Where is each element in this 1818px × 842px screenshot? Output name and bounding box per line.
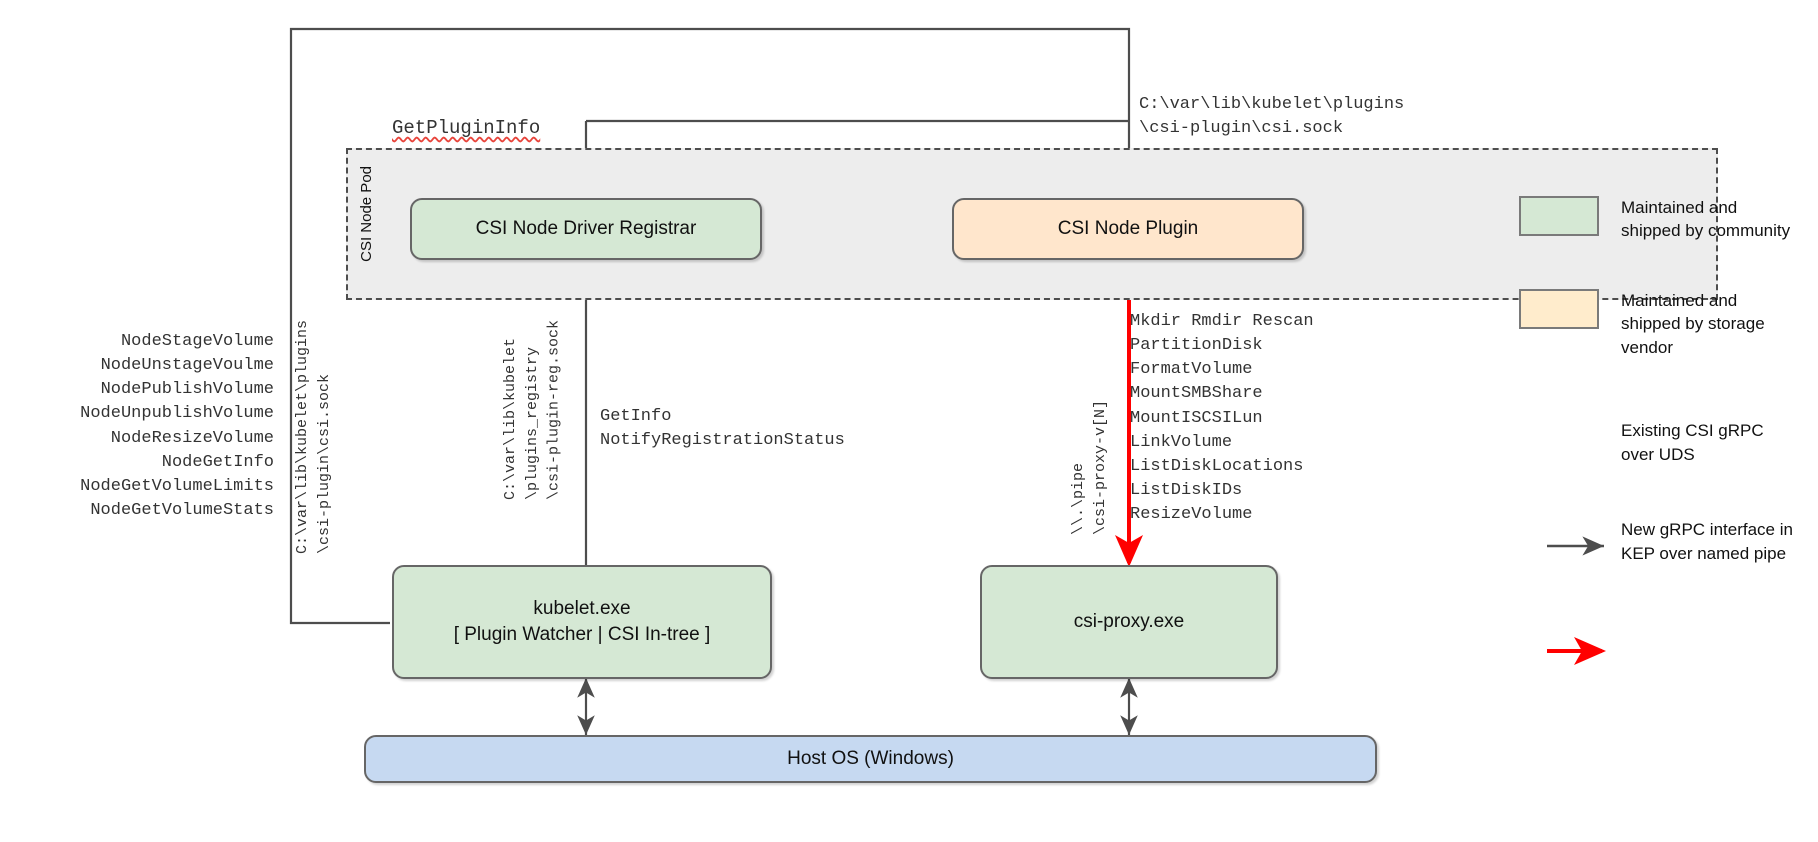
label-registration-rpc-list: GetInfo NotifyRegistrationStatus	[600, 407, 845, 451]
label-named-pipe-rotated: \\.\pipe \csi-proxy-v[N]	[1070, 400, 1109, 536]
legend: Maintained and shipped by community Main…	[1519, 196, 1809, 565]
csi-node-pod-container: CSI Node Pod	[346, 148, 1718, 300]
label-plugin-socket-path: C:\var\lib\kubelet\plugins \csi-plugin\c…	[1139, 95, 1405, 139]
legend-swatch-storage-vendor	[1519, 288, 1599, 329]
node-csi-node-driver-registrar-label: CSI Node Driver Registrar	[475, 218, 697, 240]
node-kubelet-exe[interactable]: kubelet.exe [ Plugin Watcher | CSI In-tr…	[392, 565, 772, 679]
csi-node-pod-label: CSI Node Pod	[358, 166, 375, 262]
node-csi-proxy-exe-label: csi-proxy.exe	[1073, 611, 1185, 633]
connector-kubelet-to-node-plugin	[289, 27, 1138, 625]
node-host-os-label: Host OS (Windows)	[787, 748, 954, 770]
node-csi-node-driver-registrar[interactable]: CSI Node Driver Registrar	[410, 198, 762, 260]
label-node-rpc-list: NodeStageVolume NodeUnstageVoulme NodePu…	[80, 332, 274, 520]
label-registration-socket-path-rotated: C:\var\lib\kubelet \plugins_registry \cs…	[502, 320, 563, 501]
node-kubelet-exe-line2: [ Plugin Watcher | CSI In-tree ]	[453, 624, 711, 645]
label-csi-proxy-api-list: Mkdir Rmdir Rescan PartitionDisk FormatV…	[1130, 312, 1314, 524]
label-get-plugin-info: GetPluginInfo	[392, 117, 541, 139]
legend-label-community: Maintained and shipped by community	[1621, 198, 1791, 241]
node-csi-proxy-exe[interactable]: csi-proxy.exe	[980, 565, 1278, 679]
legend-label-existing-csi-grpc: Existing CSI gRPC over UDS	[1621, 421, 1764, 464]
legend-label-new-grpc-kep: New gRPC interface in KEP over named pip…	[1621, 520, 1793, 563]
legend-swatch-community	[1519, 196, 1599, 236]
legend-arrow-red-slot	[1519, 518, 1599, 544]
label-csi-socket-path-rotated: C:\var\lib\kubelet\plugins \csi-plugin\c…	[294, 320, 333, 555]
node-host-os[interactable]: Host OS (Windows)	[364, 735, 1377, 783]
node-csi-node-plugin[interactable]: CSI Node Plugin	[952, 198, 1304, 260]
legend-arrow-gray-slot	[1519, 419, 1599, 445]
node-kubelet-exe-line1: kubelet.exe	[533, 598, 631, 620]
node-csi-node-plugin-label: CSI Node Plugin	[1057, 218, 1199, 240]
legend-label-storage-vendor: Maintained and shipped by storage vendor	[1621, 290, 1765, 357]
